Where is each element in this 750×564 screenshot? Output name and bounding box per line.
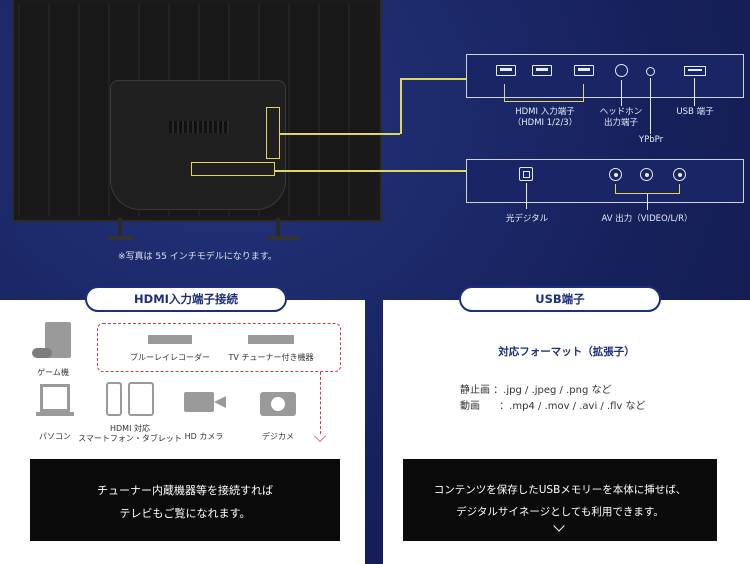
tablet-icon: [128, 382, 154, 416]
usb-message-line2: デジタルサイネージとしても利用できます。: [456, 506, 664, 519]
side-ports-highlight: [266, 107, 280, 159]
av-pointer: [647, 194, 648, 210]
usb-message-line1: コンテンツを保存したUSBメモリーを本体に挿せば、: [433, 484, 687, 496]
tv-foot-right: [266, 236, 300, 240]
still-label: 静止画: [460, 385, 490, 396]
bluray-recorder-icon: [148, 335, 192, 344]
game-controller-icon: [32, 348, 52, 358]
usb-label: USB 端子: [676, 107, 714, 117]
pc-keyboard-icon: [36, 412, 74, 416]
usb-message-box: コンテンツを保存したUSBメモリーを本体に挿せば、 デジタルサイネージとしても利…: [403, 459, 717, 541]
smartphone-label-line1: HDMI 対応: [110, 424, 150, 433]
bottom-ports-panel: [466, 159, 744, 203]
tuner-devices-group: [97, 323, 341, 372]
rca-video-icon: [609, 168, 622, 181]
tv-stand-left: [118, 218, 122, 240]
headphone-label-line1: ヘッドホン: [599, 107, 643, 117]
optical-port-icon: [519, 167, 533, 181]
game-label: ゲーム機: [37, 368, 69, 377]
tv-stand-right: [276, 218, 280, 240]
rca-right-icon: [673, 168, 686, 181]
optical-pointer: [526, 183, 527, 209]
down-arrow-line: [320, 372, 321, 434]
video-formats: ：.mp4 / .mov / .avi / .flv など: [499, 401, 646, 412]
hd-camera-icon: [184, 392, 214, 412]
smartphone-label: HDMI 対応 スマートフォン・タブレット: [76, 424, 184, 445]
ypbpr-pointer: [650, 78, 651, 134]
side-ports-panel: [466, 54, 744, 98]
photo-note: ※写真は 55 インチモデルになります。: [118, 252, 277, 262]
usb-card-title: USB端子: [459, 286, 661, 312]
optical-label: 光デジタル: [505, 214, 549, 224]
ypbpr-jack-icon: [646, 67, 655, 76]
hdmi-card-title: HDMI入力端子接続: [85, 286, 287, 312]
digicam-label: デジカメ: [262, 432, 294, 441]
av-bracket: [615, 184, 680, 194]
hdmi-message-line2: テレビもご覧になれます。: [119, 507, 251, 521]
headphone-label-line2: 出力端子: [603, 118, 638, 129]
hdmi-message-line1: チューナー内蔵機器等を接続すれば: [97, 484, 273, 497]
hdmi-bracket: [504, 84, 584, 102]
bottom-ports-highlight: [191, 162, 275, 176]
smartphone-label-line2: スマートフォン・タブレット: [78, 434, 182, 444]
tv-vent: [169, 121, 229, 133]
hdmi-port-icon: [574, 65, 594, 76]
hdmi-port-icon: [496, 65, 516, 76]
video-label: 動画: [460, 401, 480, 412]
hd-camera-label: HD カメラ: [184, 432, 224, 441]
camera-lens-circle: [271, 397, 285, 411]
rca-left-icon: [640, 168, 653, 181]
tv-rear-panel: [110, 80, 286, 210]
bluray-label: ブルーレイレコーダー: [130, 353, 210, 362]
still-format-row: 静止画 ：.jpg / .jpeg / .png など: [460, 381, 612, 396]
still-formats: ：.jpg / .jpeg / .png など: [493, 385, 612, 396]
tv-tuner-icon: [248, 335, 294, 344]
pc-icon: [40, 384, 70, 412]
video-format-row: 動画 ：.mp4 / .mov / .avi / .flv など: [460, 397, 646, 412]
tv-rear-image: [12, 0, 382, 222]
hdmi-label-line2: （HDMI 1/2/3）: [512, 118, 578, 129]
hdmi-port-icon: [532, 65, 552, 76]
headphone-pointer: [621, 80, 622, 106]
tv-tuner-label: TV チューナー付き機器: [228, 353, 314, 362]
hdmi-port-label: HDMI 入力端子 （HDMI 1/2/3）: [512, 107, 578, 130]
headphone-jack-icon: [615, 64, 628, 77]
connector-line: [400, 78, 402, 134]
ypbpr-label: YPbPr: [638, 135, 664, 145]
tv-foot-left: [108, 236, 134, 240]
connector-line: [280, 133, 400, 135]
connector-line: [400, 78, 466, 80]
connector-line: [275, 170, 466, 172]
pc-label: パソコン: [39, 432, 71, 441]
camera-lens-icon: [214, 396, 226, 408]
smartphone-icon: [106, 382, 122, 416]
usb-pointer: [694, 78, 695, 106]
hdmi-label-line1: HDMI 入力端子: [515, 107, 575, 117]
av-label: AV 出力（VIDEO/L/R）: [601, 214, 693, 224]
hdmi-message-box: チューナー内蔵機器等を接続すれば テレビもご覧になれます。: [30, 459, 340, 541]
usb-port-icon: [684, 66, 706, 76]
format-title: 対応フォーマット（拡張子）: [498, 346, 635, 358]
headphone-label: ヘッドホン 出力端子: [596, 107, 646, 130]
